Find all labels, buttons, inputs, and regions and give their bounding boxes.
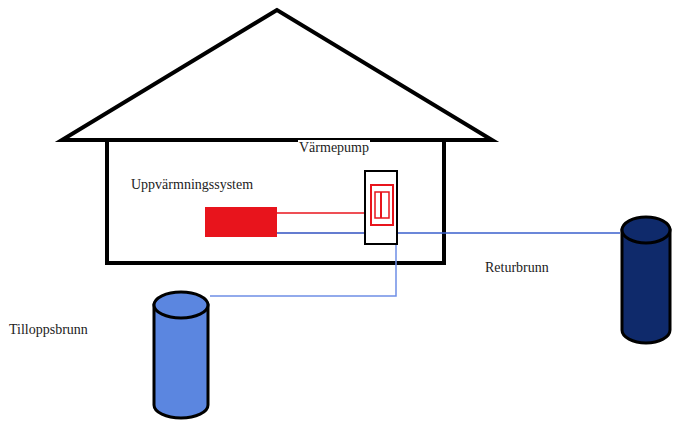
pump-unit — [371, 185, 393, 225]
roof — [62, 10, 492, 140]
return-well: Returbrunn — [620, 215, 672, 345]
pipe — [277, 232, 364, 234]
pump-divider — [380, 192, 382, 218]
pipe — [277, 212, 364, 214]
well-top — [154, 292, 208, 318]
cyl-shape — [620, 215, 672, 345]
node-label: Uppvärmningssystem — [130, 177, 254, 193]
house-body — [107, 140, 444, 263]
node-label: Värmepump — [298, 140, 370, 156]
pump-core — [375, 192, 389, 218]
radiator-shape — [205, 207, 277, 237]
heat-pump: Värmepump — [364, 170, 398, 245]
radiator: Uppvärmningssystem — [205, 207, 277, 237]
pump-shape — [364, 170, 398, 245]
node-label: Returbrunn — [484, 260, 550, 276]
pipe — [398, 232, 620, 234]
radiator-body — [205, 207, 277, 237]
pipe — [210, 245, 396, 296]
cyl-shape — [152, 290, 210, 420]
well-body — [154, 305, 208, 418]
well-top — [622, 217, 670, 243]
well-body — [622, 230, 670, 343]
pump-housing — [365, 171, 397, 244]
supply-well: Tilloppsbrunn — [152, 290, 210, 420]
node-label: Tilloppsbrunn — [8, 322, 89, 338]
